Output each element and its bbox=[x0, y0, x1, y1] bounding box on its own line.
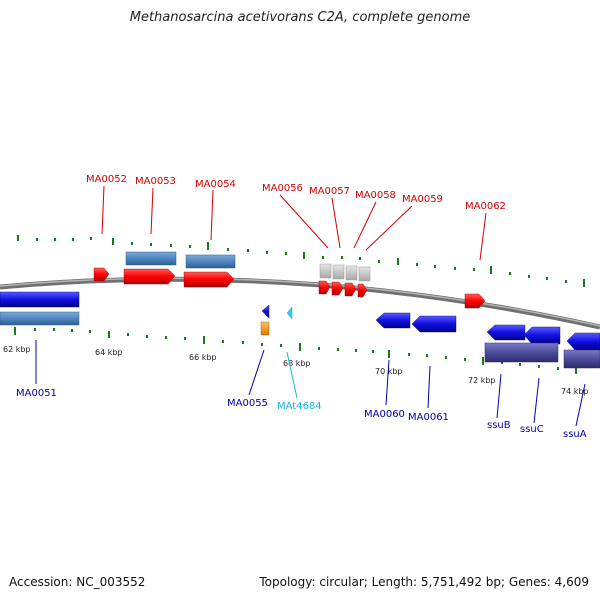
trna-arrow-mat4684 bbox=[286, 306, 293, 320]
map-title: Methanosarcina acetivorans C2A, complete… bbox=[129, 10, 471, 25]
scale-label-64kbp: 64 kbp bbox=[95, 348, 123, 357]
label-ma0057: MA0057 bbox=[309, 186, 350, 197]
scale-labels: 62 kbp 64 kbp 66 kbp 68 kbp 70 kbp 72 kb… bbox=[3, 345, 589, 396]
reverse-leader-lines bbox=[35, 340, 586, 427]
gene-arrow-ma0057 bbox=[331, 281, 344, 296]
gene-arrow-ma0059 bbox=[357, 283, 368, 298]
pseudo-box-ma0059 bbox=[358, 266, 371, 282]
gene-arrow-ma0062 bbox=[464, 293, 486, 309]
label-ma0058: MA0058 bbox=[355, 190, 396, 201]
label-mat4684: MAt4684 bbox=[277, 401, 322, 412]
label-ma0059: MA0059 bbox=[402, 194, 443, 205]
genome-summary-text: Topology: circular; Length: 5,751,492 bp… bbox=[259, 575, 589, 589]
gene-arrow-ma0060 bbox=[375, 312, 411, 329]
gene-arrow-ssuc bbox=[523, 326, 561, 345]
cds-box-ma0053 bbox=[125, 251, 177, 266]
forward-genes bbox=[93, 267, 486, 309]
forward-tick-ring bbox=[17, 235, 585, 287]
operon-box-ssua bbox=[563, 349, 600, 369]
pseudo-gene-boxes bbox=[319, 263, 371, 282]
accession-text: Accession: NC_003552 bbox=[9, 575, 146, 589]
gene-arrow-ma0051 bbox=[0, 291, 80, 308]
label-ma0062: MA0062 bbox=[465, 201, 506, 212]
label-ma0060: MA0060 bbox=[364, 409, 405, 420]
cds-box-ma0051 bbox=[0, 311, 80, 326]
label-ssuc: ssuC bbox=[520, 424, 544, 435]
label-ma0051: MA0051 bbox=[16, 388, 57, 399]
scale-label-72kbp: 72 kbp bbox=[468, 376, 496, 385]
gene-arrow-ssua bbox=[566, 332, 600, 351]
label-ma0056: MA0056 bbox=[262, 183, 303, 194]
scale-label-62kbp: 62 kbp bbox=[3, 345, 31, 354]
label-ssua: ssuA bbox=[563, 429, 587, 440]
forward-cds-boxes bbox=[0, 251, 236, 326]
gene-arrow-ma0052 bbox=[93, 267, 110, 282]
label-ma0054: MA0054 bbox=[195, 179, 236, 190]
trna-leader-line bbox=[286, 351, 298, 399]
genome-backbone-highlight bbox=[0, 277, 600, 327]
pseudo-box-ma0056 bbox=[319, 263, 332, 279]
rna-gene-box bbox=[260, 321, 270, 336]
reverse-tick-ring bbox=[14, 327, 577, 374]
gene-arrow-ma0058 bbox=[344, 282, 357, 297]
label-ssub: ssuB bbox=[487, 420, 511, 431]
pseudo-box-ma0057 bbox=[332, 264, 345, 280]
label-ma0055: MA0055 bbox=[227, 398, 268, 409]
gene-arrow-ma0061 bbox=[411, 315, 457, 333]
scale-label-70kbp: 70 kbp bbox=[375, 367, 403, 376]
gene-arrow-ma0053 bbox=[123, 268, 176, 285]
cds-box-ma0054 bbox=[185, 254, 236, 269]
reverse-genes bbox=[0, 291, 600, 351]
scale-label-66kbp: 66 kbp bbox=[189, 353, 217, 362]
label-ma0053: MA0053 bbox=[135, 176, 176, 187]
genome-backbone bbox=[0, 276, 600, 330]
operon-box-ssub-ssuc bbox=[484, 342, 559, 363]
scale-label-68kbp: 68 kbp bbox=[283, 359, 311, 368]
operon-boxes bbox=[484, 342, 600, 369]
label-ma0052: MA0052 bbox=[86, 174, 127, 185]
pseudo-box-ma0058 bbox=[345, 265, 358, 281]
scale-label-74kbp: 74 kbp bbox=[561, 387, 589, 396]
reverse-labels: MA0051 MA0055 MA0060 MA0061 ssuB ssuC ss… bbox=[16, 388, 587, 440]
forward-leader-lines bbox=[101, 185, 487, 261]
gene-arrow-ma0056 bbox=[318, 280, 331, 295]
gene-arrow-ssub bbox=[486, 324, 526, 341]
gene-arrow-ma0054 bbox=[183, 271, 235, 288]
gene-arrow-ma0055 bbox=[261, 304, 270, 319]
label-ma0061: MA0061 bbox=[408, 412, 449, 423]
forward-labels: MA0052 MA0053 MA0054 MA0056 MA0057 MA005… bbox=[86, 174, 506, 212]
